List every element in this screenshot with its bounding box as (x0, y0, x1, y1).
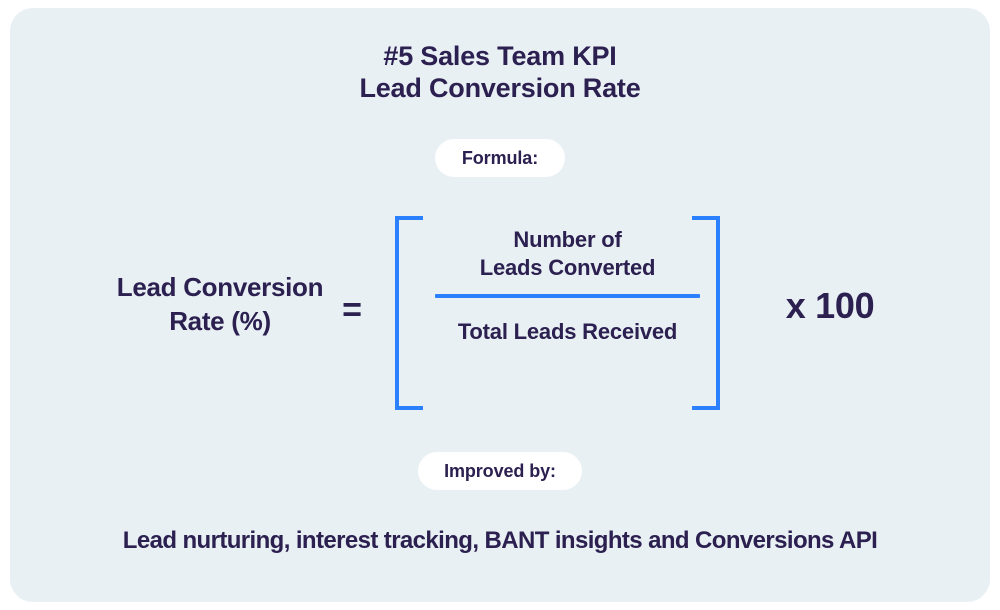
title-line-2: Lead Conversion Rate (359, 73, 641, 103)
right-bracket-icon (692, 216, 720, 410)
footer-caption: Lead nurturing, interest tracking, BANT … (122, 527, 878, 554)
title-line-1: #5 Sales Team KPI (383, 41, 617, 71)
improved-by-label-pill: Improved by: (418, 452, 582, 490)
fraction-denominator: Total Leads Received (425, 304, 710, 346)
formula-left-label-line-2: Rate (%) (169, 306, 271, 336)
fraction-numerator-line-2: Leads Converted (479, 255, 656, 280)
left-bracket-icon (395, 216, 423, 410)
formula-label-pill: Formula: (435, 139, 565, 177)
formula-left-label: Lead Conversion Rate (%) (70, 270, 370, 338)
formula-expression: Lead Conversion Rate (%) = Number of Lea… (10, 208, 990, 418)
equals-sign: = (342, 291, 362, 329)
fraction-numerator-line-1: Number of (513, 227, 622, 252)
fraction-bar (435, 294, 700, 298)
page-title: #5 Sales Team KPI Lead Conversion Rate (10, 40, 990, 104)
fraction: Number of Leads Converted Total Leads Re… (425, 226, 710, 346)
fraction-numerator: Number of Leads Converted (425, 226, 710, 288)
formula-multiplier: x 100 (785, 285, 875, 326)
formula-left-label-line-1: Lead Conversion (116, 272, 324, 302)
bracket-group (395, 216, 720, 410)
kpi-card: #5 Sales Team KPI Lead Conversion Rate F… (10, 8, 990, 602)
fraction-denominator-line-1: Total Leads Received (457, 319, 678, 344)
